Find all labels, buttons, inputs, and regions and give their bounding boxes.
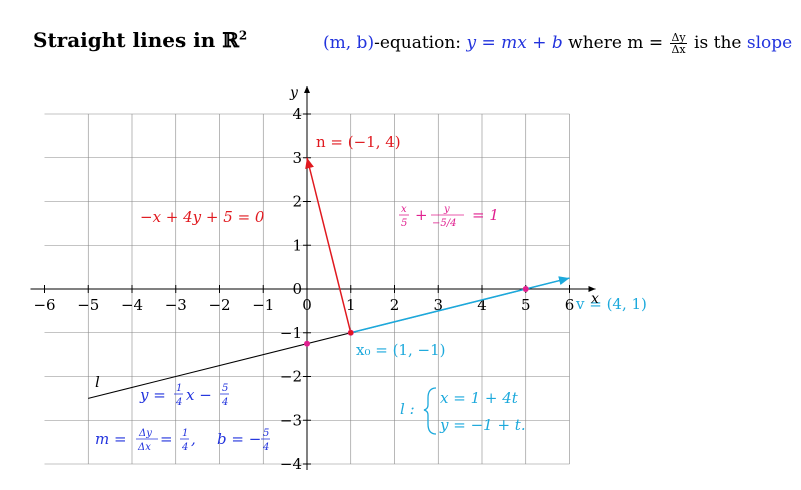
- normal-form-equation: −x + 4y + 5 = 0: [140, 208, 265, 226]
- slope-form-f2-num: 5: [222, 383, 228, 394]
- y-tick-label: −2: [280, 368, 302, 386]
- x0-point-marker: [348, 330, 354, 336]
- param-l: l :: [400, 400, 415, 418]
- x-tick-label: −1: [252, 296, 274, 314]
- x0-point-label: x₀ = (1, −1): [356, 341, 445, 359]
- mb-b: b = −: [217, 430, 261, 448]
- point-marker: [304, 340, 310, 347]
- intercept-a-den: 5: [401, 218, 407, 229]
- y-tick-label: 2: [292, 193, 302, 211]
- x-tick-label: 2: [390, 296, 400, 314]
- y-tick-label: 0: [292, 280, 302, 298]
- x-tick-label: 5: [521, 296, 531, 314]
- x-tick-label: −6: [33, 296, 55, 314]
- x-tick-label: 1: [346, 296, 356, 314]
- slope-form-f1-den: 4: [175, 397, 182, 408]
- y-tick-label: 3: [292, 149, 302, 167]
- axes: [30, 86, 596, 470]
- y-tick-label: −4: [280, 455, 302, 473]
- x-tick-label: −3: [165, 296, 187, 314]
- x-tick-label: −4: [121, 296, 143, 314]
- x-tick-label: −2: [208, 296, 230, 314]
- intercept-b-den: −5/4: [432, 218, 456, 229]
- n-vector-label: n = (−1, 4): [316, 133, 401, 151]
- slope-form-equation: y = 1 4 x − 5 4: [139, 383, 229, 408]
- is-the-text: is the: [688, 33, 747, 53]
- line-l-label: l: [95, 373, 100, 391]
- parametric-form: l : x = 1 + 4t y = −1 + t.: [400, 387, 526, 435]
- x-tick-label: 3: [433, 296, 443, 314]
- title-sup: 2: [238, 28, 248, 43]
- mb-four2: 4: [262, 442, 269, 453]
- y-tick-label: 1: [292, 236, 302, 254]
- slope-intercept-formula: y = mx + b: [466, 33, 563, 53]
- mb-dy: Δy: [138, 428, 152, 439]
- slope-fraction-den: Δx: [671, 43, 686, 56]
- param-row1: x = 1 + 4t: [440, 389, 519, 407]
- x-tick-label: 0: [302, 296, 312, 314]
- slope-fraction-num: Δy: [670, 31, 687, 44]
- mb-four: 4: [181, 442, 188, 453]
- intercept-plus: +: [415, 206, 428, 224]
- slope-form-lhs: y =: [139, 386, 166, 404]
- y-axis-label: y: [289, 85, 299, 101]
- mb-comma: ,: [191, 430, 196, 448]
- y-tick-label: −3: [280, 411, 302, 429]
- where-text: where m =: [562, 33, 669, 53]
- mb-eq: =: [160, 430, 173, 448]
- mb-values: m = Δy Δx = 1 4 , b = − 5 4: [95, 428, 270, 453]
- x-tick-label: 6: [565, 296, 575, 314]
- mb-one: 1: [182, 428, 188, 439]
- slope-form-mid: x −: [186, 386, 212, 404]
- page-title: Straight lines in ℝ2: [33, 28, 247, 52]
- y-tick-label: 4: [292, 105, 302, 123]
- x-tick-label: −5: [77, 296, 99, 314]
- intercept-a-num: x: [401, 204, 407, 215]
- intercept-rhs: = 1: [472, 206, 499, 224]
- mb-label: (m, b): [323, 33, 375, 53]
- param-row2: y = −1 + t.: [439, 416, 526, 434]
- direction-vector-v: [350, 276, 570, 334]
- normal-vector-n: [305, 157, 352, 333]
- mb-five: 5: [263, 428, 269, 439]
- mb-m: m =: [95, 430, 127, 448]
- intercept-b-num: y: [443, 204, 450, 215]
- slope-form-f2-den: 4: [221, 397, 228, 408]
- slope-word: slope: [746, 33, 793, 53]
- intercept-form-equation: x 5 + y −5/4 = 1: [399, 204, 499, 229]
- point-marker: [522, 286, 529, 292]
- equation-text: -equation:: [374, 33, 467, 53]
- slope-form-f1-num: 1: [176, 383, 182, 394]
- x-tick-label: 4: [477, 296, 487, 314]
- mb-dx: Δx: [137, 442, 151, 453]
- x-axis-label: x: [591, 291, 599, 307]
- v-vector-label: v = (4, 1): [575, 295, 647, 313]
- title-text: Straight lines in ℝ: [33, 28, 239, 52]
- y-tick-label: −1: [280, 324, 302, 342]
- header-equation: (m, b)-equation: y = mx + b where m = Δy…: [323, 32, 792, 55]
- marked-points: [304, 286, 529, 347]
